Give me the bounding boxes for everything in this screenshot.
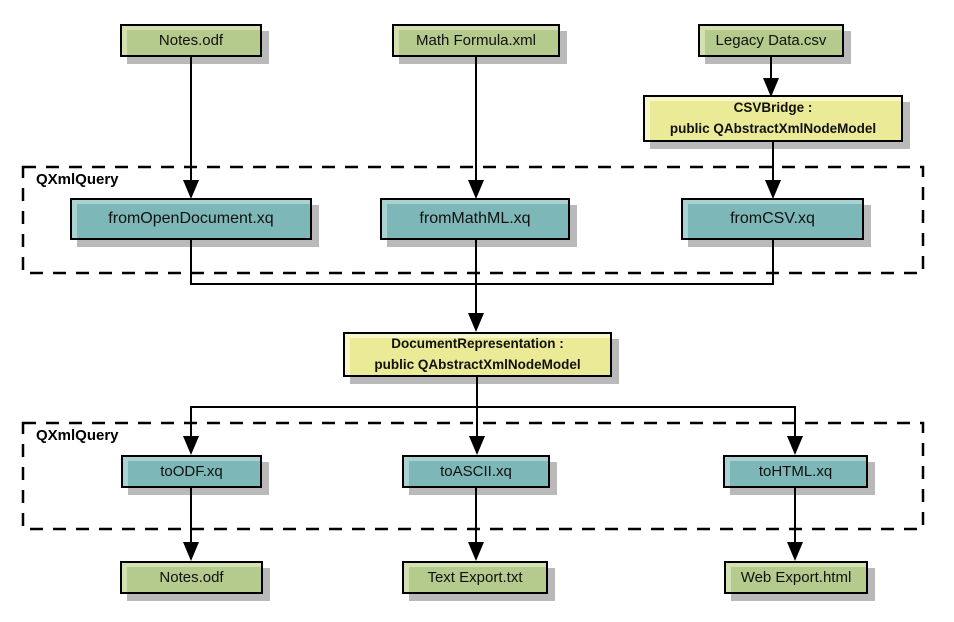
arrowhead <box>183 436 199 455</box>
csv-bridge-line1: CSVBridge : <box>733 100 813 116</box>
document-representation-line1: DocumentRepresentation : <box>391 336 564 352</box>
document-representation-line2: public QAbstractXmlNodeModel <box>374 356 581 372</box>
arrowhead <box>469 436 485 455</box>
arrowhead <box>468 542 484 561</box>
arrowhead <box>787 542 803 561</box>
arrowhead <box>787 436 803 455</box>
arrowhead <box>468 180 484 199</box>
csv-bridge-line2: public QAbstractXmlNodeModel <box>669 120 877 136</box>
output-notes-odf: Notes.odf <box>120 561 263 594</box>
source-notes-odf: Notes.odf <box>120 24 262 57</box>
query-fromcsv: fromCSV.xq <box>681 198 864 240</box>
query-toodf: toODF.xq <box>121 455 262 488</box>
query-fromopendocument: fromOpenDocument.xq <box>70 198 312 240</box>
csv-bridge-node: CSVBridge : public QAbstractXmlNodeModel <box>643 95 903 142</box>
source-legacy-data-csv: Legacy Data.csv <box>698 24 844 57</box>
input-query-group-label: QXmlQuery <box>36 171 119 188</box>
query-frommathml: fromMathML.xq <box>380 198 570 240</box>
arrowhead <box>183 180 199 199</box>
output-web-export-html: Web Export.html <box>724 561 868 594</box>
output-text-export-txt: Text Export.txt <box>402 561 548 594</box>
arrowhead <box>468 313 484 332</box>
query-toascii: toASCII.xq <box>402 455 550 488</box>
arrowhead <box>183 542 199 561</box>
merge-connector <box>190 240 774 285</box>
source-math-formula-xml: Math Formula.xml <box>392 24 560 57</box>
query-tohtml: toHTML.xq <box>723 455 868 488</box>
output-query-group-label: QXmlQuery <box>36 427 119 444</box>
arrowhead <box>765 180 781 199</box>
document-representation-node: DocumentRepresentation : public QAbstrac… <box>343 332 612 377</box>
